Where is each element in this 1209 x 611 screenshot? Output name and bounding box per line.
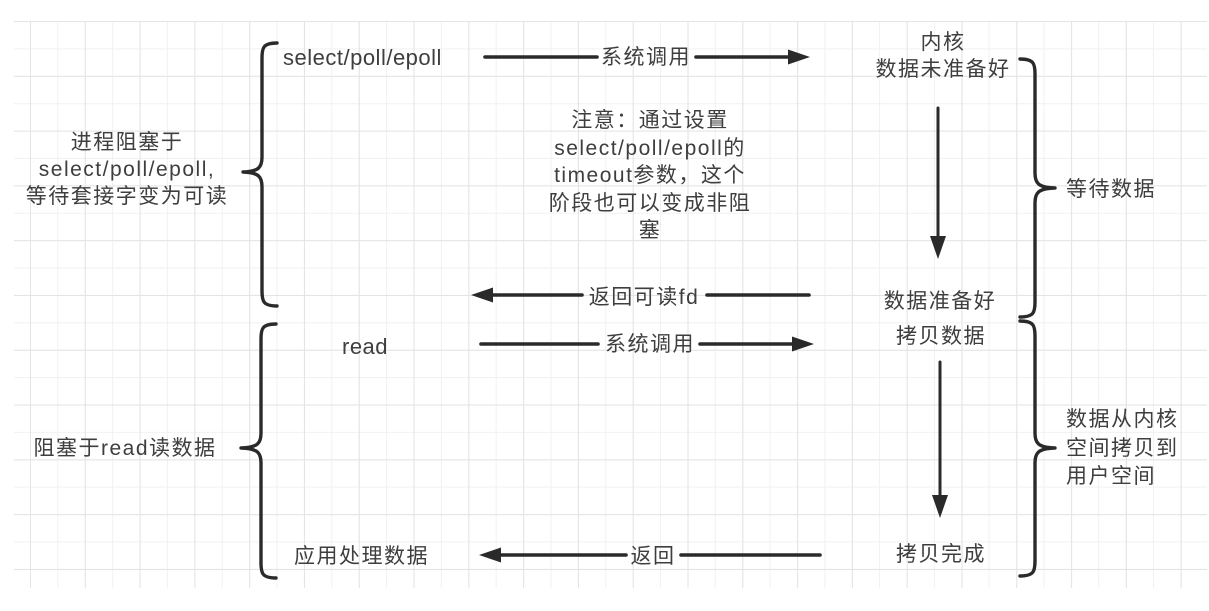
kernel-state-label: 内核 数据未准备好 — [875, 31, 1011, 81]
arrow-return-stage2 — [479, 547, 822, 563]
copy-data-label: 拷贝数据 — [896, 325, 986, 348]
syscall-label-stage1: 系统调用 — [601, 46, 691, 69]
return-fd-label: 返回可读fd — [588, 286, 700, 309]
grid-background — [14, 21, 1207, 588]
right-brace-wait-data — [1018, 57, 1057, 319]
copy-kernel-to-user-label: 数据从内核 空间拷贝到 用户空间 — [1066, 408, 1179, 488]
right-brace-copy-data — [1018, 319, 1057, 578]
left-brace-stage1 — [241, 41, 279, 308]
timeout-note: 注意：通过设置 select/poll/epoll的 timeout参数，这个 … — [548, 109, 752, 242]
process-block-label: 进程阻塞于 select/poll/epoll, 等待套接字变为可读 — [25, 131, 229, 208]
copy-done-label: 拷贝完成 — [896, 543, 986, 566]
arrow-waiting-down — [930, 106, 946, 259]
arrow-return-fd — [471, 287, 811, 303]
return-label: 返回 — [630, 545, 676, 568]
arrow-syscall-stage2 — [479, 336, 814, 352]
read-label: read — [342, 334, 389, 359]
left-brace-stage2 — [239, 322, 278, 580]
app-process-label: 应用处理数据 — [294, 545, 429, 568]
wait-data-label: 等待数据 — [1066, 178, 1156, 201]
syscall-label-stage2: 系统调用 — [605, 333, 695, 356]
select-poll-epoll-label: select/poll/epoll — [283, 45, 442, 70]
arrow-copy-down — [932, 360, 948, 518]
data-ready-label: 数据准备好 — [883, 290, 997, 313]
arrow-syscall-stage1 — [483, 49, 810, 65]
read-block-label: 阻塞于read读数据 — [33, 437, 217, 460]
